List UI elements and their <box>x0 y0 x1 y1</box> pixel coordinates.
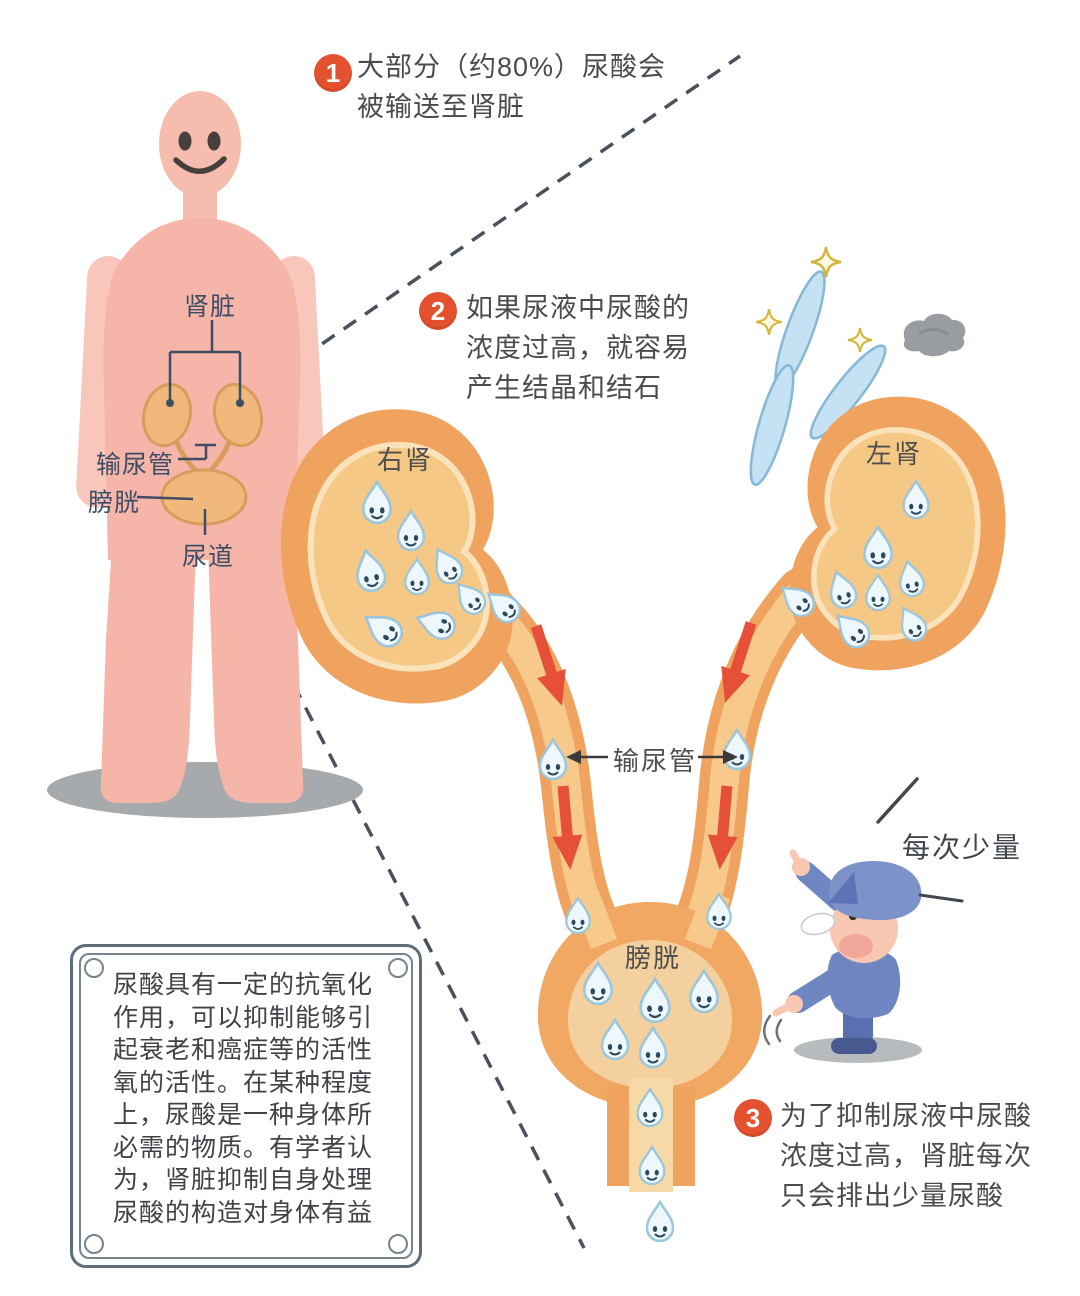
info-line: 上，尿酸是一种身体所 <box>113 1101 374 1129</box>
step2-line1: 如果尿液中尿酸的 <box>466 293 690 323</box>
left-kidney-label: 左肾 <box>866 439 923 469</box>
crystal-cluster <box>749 245 966 486</box>
emphasis-line-hat <box>918 893 964 903</box>
info-box-inner-border <box>79 953 413 1259</box>
traffic-police-character <box>763 849 922 1063</box>
ureter-label-pointers <box>566 750 738 764</box>
crystal-needle-icon <box>809 344 887 440</box>
info-line: 氧的活性。在某种程度 <box>113 1068 374 1097</box>
dashed-line-top <box>257 54 741 390</box>
info-line: 尿酸的构造对身体有益 <box>113 1198 374 1227</box>
step3-text: 为了抑制尿液中尿酸 浓度过高，肾脏每次 只会排出少量尿酸 <box>780 1096 1032 1216</box>
sparkle-icon <box>846 326 874 354</box>
left-kidney-shape <box>770 379 1032 694</box>
info-box: 尿酸具有一定的抗氧化 作用，可以抑制能够引 起衰老和癌症等的活性 氧的活性。在某… <box>70 944 422 1268</box>
step2-text: 如果尿液中尿酸的 浓度过高，就容易 产生结晶和结石 <box>466 288 690 408</box>
dashed-line-bottom <box>244 591 586 1249</box>
info-line: 必需的物质。有学者认 <box>113 1133 374 1162</box>
whistle-icon <box>800 912 836 936</box>
magnifier-dashed-lines <box>244 54 741 1249</box>
step2-line3: 产生结晶和结石 <box>466 373 662 403</box>
step1-text: 大部分（约80%）尿酸会 被输送至肾脏 <box>357 47 666 127</box>
sparkle-icon <box>755 308 783 336</box>
figure-urethra-label: 尿道 <box>182 543 235 571</box>
right-kidney-label: 右肾 <box>377 445 434 475</box>
step3-line2: 浓度过高，肾脏每次 <box>780 1141 1032 1171</box>
smiley-face <box>173 131 227 174</box>
info-line: 为，肾脏抑制自身处理 <box>113 1166 374 1194</box>
emphasis-line-upper <box>876 777 919 824</box>
kidney-stone-icon <box>903 313 966 357</box>
motion-lines <box>763 1014 783 1046</box>
step1-line2: 被输送至肾脏 <box>357 92 525 122</box>
step2-badge: 2 <box>419 292 457 330</box>
right-ureter-tube <box>675 567 827 943</box>
step3-line1: 为了抑制尿液中尿酸 <box>780 1101 1032 1131</box>
enlarged-urinary-diagram <box>253 379 1032 1243</box>
bladder-center-label: 膀胱 <box>625 943 682 973</box>
figure-ureter-label: 输尿管 <box>96 451 175 479</box>
small-amount-label: 每次少量 <box>902 832 1023 863</box>
left-ureter-tube <box>455 575 617 943</box>
crystal-needle-icon <box>774 270 826 390</box>
step3-badge: 3 <box>734 1099 772 1137</box>
corner-rivet-icon <box>388 1234 408 1254</box>
figure-shadow <box>47 762 363 818</box>
ureter-center-label: 输尿管 <box>613 746 698 776</box>
step1-line1: 大部分（约80%）尿酸会 <box>357 52 667 82</box>
human-body-silhouette <box>47 91 363 818</box>
step2-line2: 浓度过高，就容易 <box>466 333 690 363</box>
step3-line3: 只会排出少量尿酸 <box>780 1181 1004 1211</box>
mini-label-pointer-lines <box>136 320 244 535</box>
figure-kidney-label: 肾脏 <box>184 293 237 321</box>
mini-kidney-left <box>141 382 193 448</box>
info-line: 作用，可以抑制能够引 <box>113 1003 374 1032</box>
corner-rivet-icon <box>84 1234 104 1254</box>
corner-rivet-icon <box>84 958 104 978</box>
info-line: 尿酸具有一定的抗氧化 <box>113 971 374 999</box>
crystal-needle-icon <box>749 364 795 486</box>
corner-rivet-icon <box>388 958 408 978</box>
info-line: 起衰老和癌症等的活性 <box>113 1036 374 1064</box>
mini-kidney-right <box>212 382 264 448</box>
step1-badge: 1 <box>314 54 352 92</box>
info-box-text: 尿酸具有一定的抗氧化 作用，可以抑制能够引 起衰老和癌症等的活性 氧的活性。在某… <box>113 969 373 1229</box>
figure-bladder-label: 膀胱 <box>88 489 141 517</box>
